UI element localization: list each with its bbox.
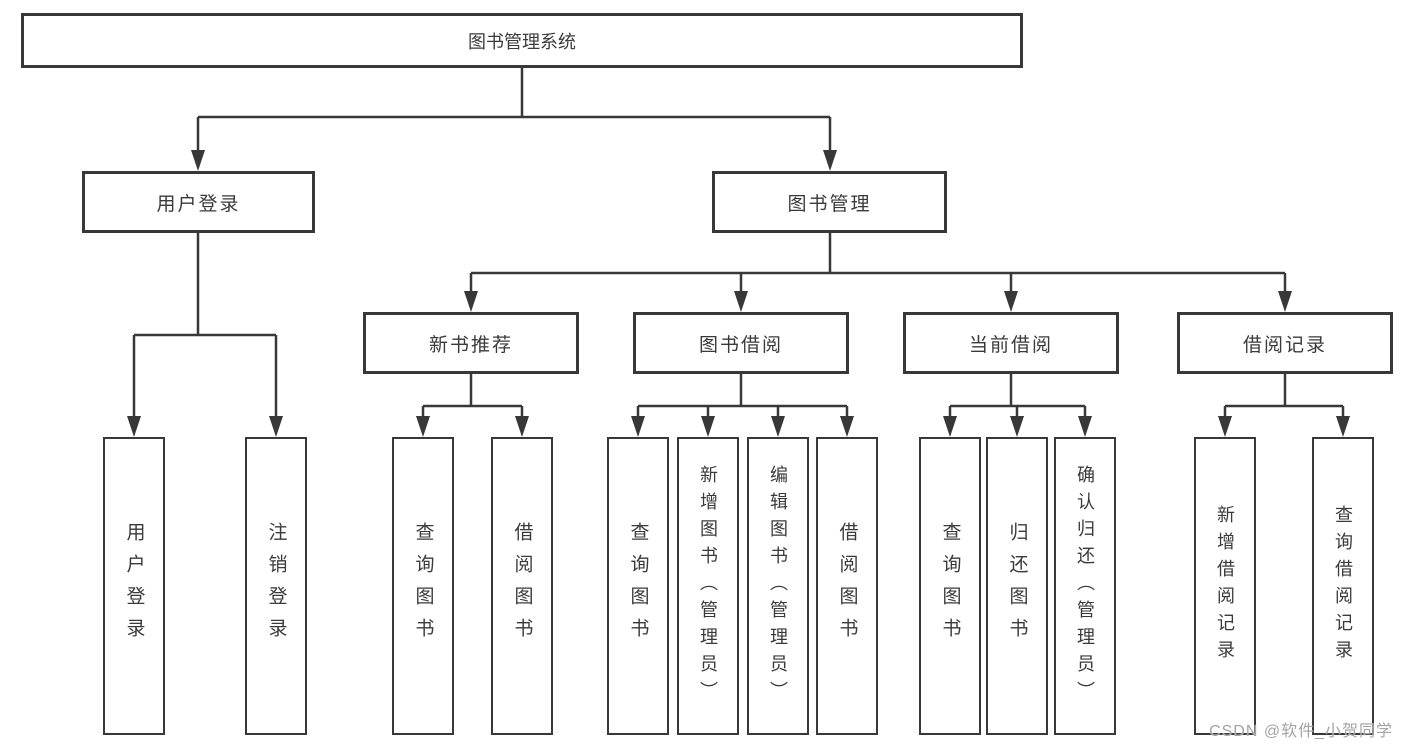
node-borrowing-records: 借阅记录 (1177, 312, 1393, 374)
leaf-label: 新增图书（管理员） (698, 464, 718, 708)
node-book-borrowing: 图书借阅 (633, 312, 849, 374)
node-book-borrowing-label: 图书借阅 (698, 334, 783, 356)
leaf-label: 编辑图书（管理员） (768, 464, 788, 708)
node-current-borrowing-label: 当前借阅 (968, 334, 1053, 356)
node-user-login: 用户登录 (82, 171, 315, 233)
leaf-label: 确认归还（管理员） (1075, 464, 1095, 708)
leaf-borrow-books: 借阅图书 (816, 437, 878, 735)
leaf-query-borrow-record: 查询借阅记录 (1312, 437, 1374, 735)
leaf-label: 归还图书 (1006, 522, 1028, 650)
node-current-borrowing: 当前借阅 (903, 312, 1119, 374)
node-new-book-recommend: 新书推荐 (363, 312, 579, 374)
leaf-confirm-return-admin: 确认归还（管理员） (1054, 437, 1116, 735)
node-borrowing-records-label: 借阅记录 (1242, 334, 1327, 356)
leaf-borrow-books-recommend: 借阅图书 (491, 437, 553, 735)
leaf-label: 查询借阅记录 (1333, 505, 1353, 667)
leaf-query-books-current: 查询图书 (919, 437, 981, 735)
leaf-label: 查询图书 (627, 522, 649, 650)
leaf-label: 借阅图书 (511, 522, 533, 650)
leaf-label: 查询图书 (412, 522, 434, 650)
leaf-logout: 注销登录 (245, 437, 307, 735)
leaf-user-login: 用户登录 (103, 437, 165, 735)
leaf-edit-books-admin: 编辑图书（管理员） (747, 437, 809, 735)
leaf-label: 用户登录 (123, 522, 145, 650)
node-root: 图书管理系统 (21, 13, 1023, 68)
leaf-add-books-admin: 新增图书（管理员） (677, 437, 739, 735)
leaf-add-borrow-record: 新增借阅记录 (1194, 437, 1256, 735)
csdn-watermark: CSDN @软件_小贺同学 (1209, 723, 1393, 740)
node-new-book-recommend-label: 新书推荐 (428, 334, 513, 356)
leaf-query-books-recommend: 查询图书 (392, 437, 454, 735)
leaf-label: 新增借阅记录 (1215, 505, 1235, 667)
leaf-label: 注销登录 (265, 522, 287, 650)
node-book-management: 图书管理 (712, 171, 947, 233)
node-user-login-label: 用户登录 (156, 193, 241, 215)
leaf-return-books: 归还图书 (986, 437, 1048, 735)
leaf-label: 查询图书 (939, 522, 961, 650)
node-root-label: 图书管理系统 (468, 31, 576, 52)
node-book-management-label: 图书管理 (787, 193, 872, 215)
arrowheads (127, 150, 1350, 437)
leaf-query-books-borrowing: 查询图书 (607, 437, 669, 735)
leaf-label: 借阅图书 (836, 522, 858, 650)
